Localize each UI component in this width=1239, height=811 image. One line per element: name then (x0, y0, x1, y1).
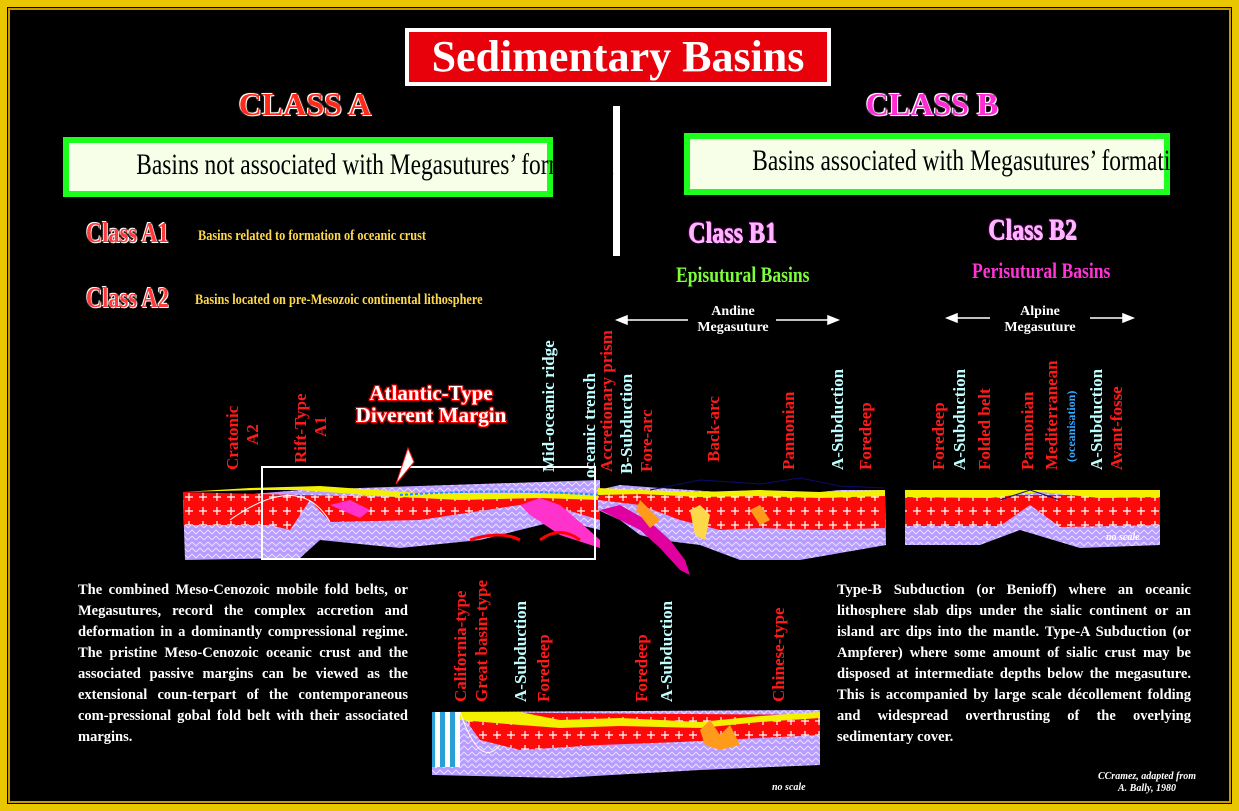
class-a-heading: CLASS A (238, 86, 372, 122)
class-b-box: Basins associated with Megasutures’ form… (684, 133, 1194, 195)
class-b-box-text: Basins associated with Megasutures’ form… (752, 144, 1194, 177)
page-title: Sedimentary Basins (405, 28, 831, 86)
divider-line (613, 106, 620, 256)
class-b2-label: Class B2 (988, 213, 1077, 246)
class-a-box-text: Basins not associated with Megasutures’ … (136, 148, 614, 181)
episutural-label: Episutural Basins (676, 262, 810, 287)
right-description: Type-B Subduction (or Benioff) where an … (837, 582, 1191, 745)
perisutural-label: Perisutural Basins (972, 258, 1111, 283)
class-a2-desc: Basins located on pre-Mesozoic continent… (195, 292, 483, 308)
class-a2-label: Class A2 (86, 283, 169, 314)
class-b1-label: Class B1 (688, 216, 777, 249)
no-scale-bottom: no scale (772, 782, 806, 793)
left-description: The combined Meso-Cenozoic mobile fold b… (78, 582, 408, 745)
inner-frame (8, 8, 1231, 803)
no-scale-top: no scale (1106, 532, 1140, 543)
class-a1-desc: Basins related to formation of oceanic c… (198, 228, 426, 244)
class-a-box: Basins not associated with Megasutures’ … (63, 137, 614, 197)
class-a1-label: Class A1 (86, 218, 169, 249)
class-b-heading: CLASS B (865, 86, 999, 122)
